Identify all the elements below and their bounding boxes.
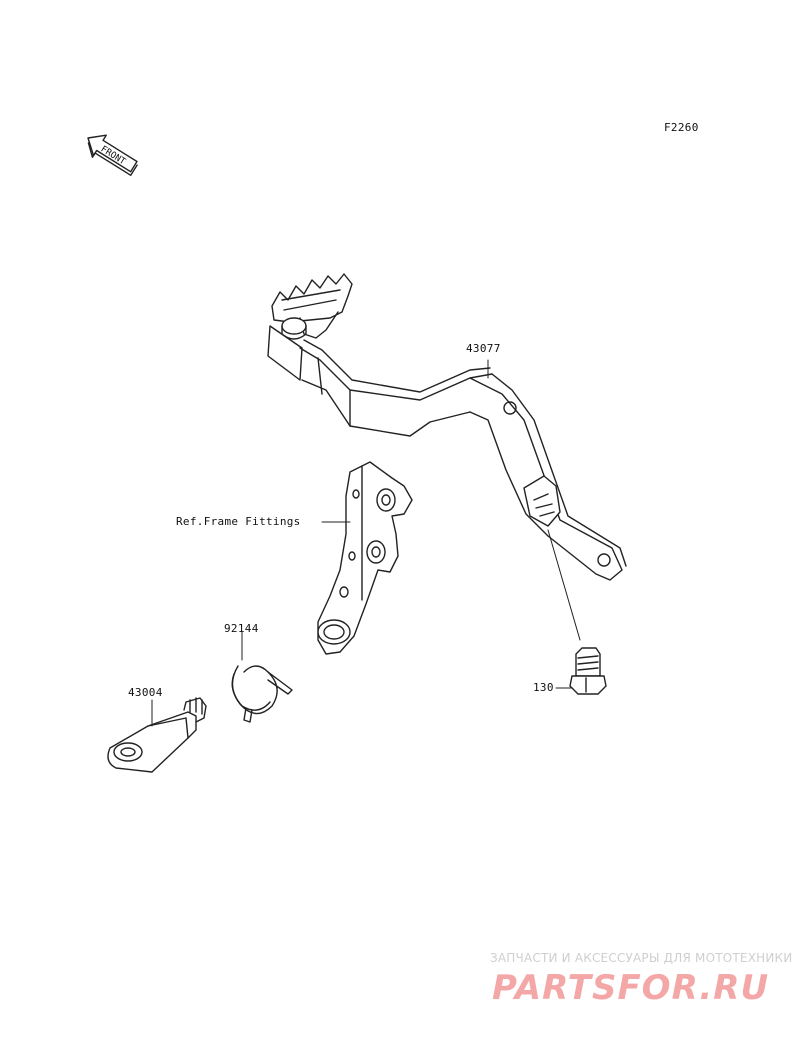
- frame-bracket: [317, 461, 413, 655]
- watermark-tagline: ЗАПЧАСТИ И АКСЕССУАРЫ ДЛЯ МОТОТЕХНИКИ: [490, 951, 793, 965]
- diagram-code: F2260: [664, 121, 699, 134]
- part-label-130[interactable]: 130: [533, 681, 554, 694]
- watermark-logo: PARTSFOR.RU: [492, 968, 770, 1008]
- part-label-43004[interactable]: 43004: [128, 686, 163, 699]
- bolt-axis-line: [547, 529, 581, 641]
- bolt: [569, 647, 607, 695]
- brake-pedal: [267, 273, 627, 581]
- return-spring: [231, 665, 293, 723]
- part-label-92144[interactable]: 92144: [224, 622, 259, 635]
- part-label-frame-ref[interactable]: Ref.Frame Fittings: [176, 515, 301, 528]
- part-label-43077[interactable]: 43077: [466, 342, 501, 355]
- pivot-shaft: [107, 697, 207, 773]
- front-arrow-icon: FRONT: [87, 134, 138, 177]
- leader-lines: [151, 359, 581, 727]
